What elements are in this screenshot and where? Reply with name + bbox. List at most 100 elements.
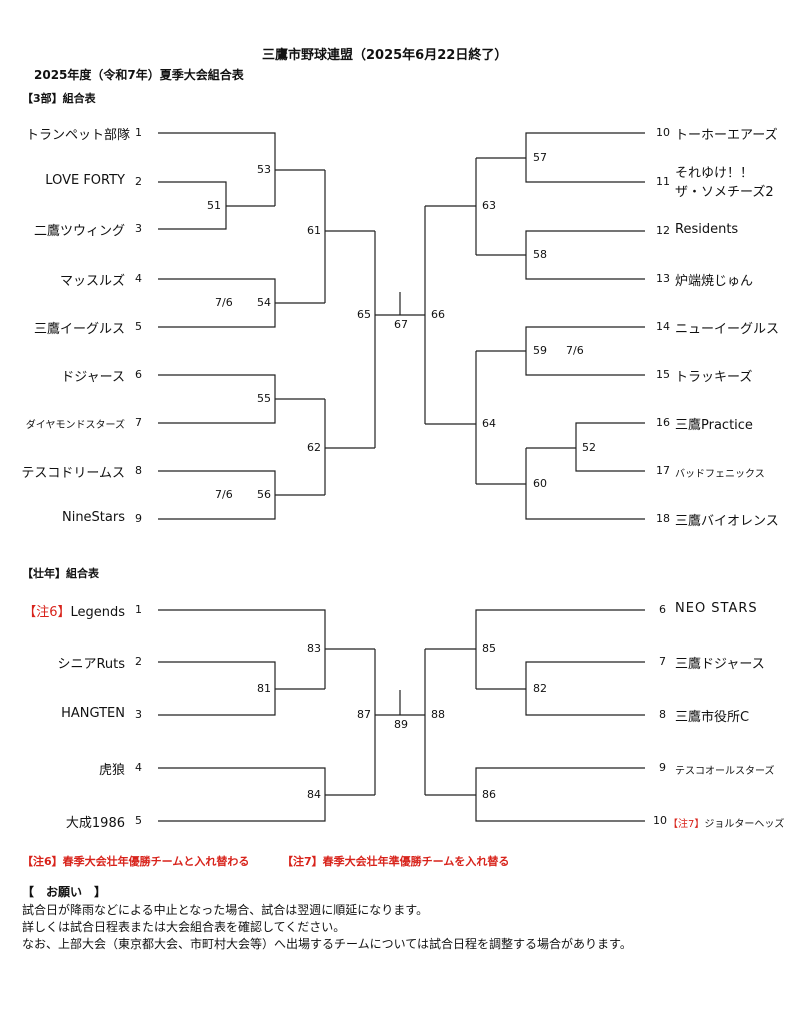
match-number: 88 [431, 708, 445, 721]
match-number: 86 [482, 788, 496, 801]
match-number: 61 [307, 224, 321, 237]
team-number: 12 [656, 224, 670, 237]
match-number: 52 [582, 441, 596, 454]
team-name-line2: ザ・ソメチーズ2 [675, 185, 774, 200]
page-subtitle: 2025年度（令和7年）夏季大会組合表 [34, 68, 244, 82]
team-name: テスコドリームス [21, 466, 125, 481]
team-number: 3 [135, 222, 142, 235]
match-number: 64 [482, 417, 496, 430]
team-number: 2 [135, 175, 142, 188]
match-number: 57 [533, 151, 547, 164]
match-number: 63 [482, 199, 496, 212]
line-m85 [425, 609, 645, 689]
team-number: 3 [135, 708, 142, 721]
note-marker: 【注6】 [23, 605, 71, 620]
team-number: 9 [659, 761, 666, 774]
match-number: 89 [394, 718, 408, 731]
match-number: 55 [257, 392, 271, 405]
match-number: 66 [431, 308, 445, 321]
line-m81 [158, 661, 325, 716]
team-name: Residents [675, 222, 739, 237]
team-number: 10 [656, 126, 670, 139]
line-m59 [476, 326, 645, 376]
team-name: ドジャース [61, 370, 125, 385]
team-number: 6 [659, 603, 666, 616]
team-number: 16 [656, 416, 670, 429]
request-line: 詳しくは試合日程表または大会組合表を確認してください。 [22, 920, 346, 934]
line-m51 [158, 181, 275, 230]
team-name: ダイヤモンドスターズ [25, 420, 125, 431]
team-number: 1 [135, 126, 142, 139]
match-date: 7/6 [215, 488, 233, 501]
line-m53 [158, 132, 325, 206]
match-number: 58 [533, 248, 547, 261]
team-number: 13 [656, 272, 670, 285]
match-number: 59 [533, 344, 547, 357]
team-number: 4 [135, 761, 142, 774]
match-number: 84 [307, 788, 321, 801]
team-name: 三鷹Practice [675, 418, 753, 433]
team-number: 7 [659, 655, 666, 668]
match-number: 54 [257, 296, 271, 309]
team-number: 14 [656, 320, 670, 333]
match-number: 67 [394, 318, 408, 331]
line-m86 [425, 767, 645, 822]
team-name: バッドフェニックス [675, 469, 765, 480]
line-m55 [158, 374, 325, 424]
match-number: 83 [307, 642, 321, 655]
team-number: 17 [656, 464, 670, 477]
team-name: 二鷹ツウィング [33, 224, 125, 239]
line-m61 [324, 170, 375, 303]
match-number: 62 [307, 441, 321, 454]
team-name: シニアRuts [57, 657, 125, 672]
page-title: 三鷹市野球連盟（2025年6月22日終了） [262, 48, 508, 63]
team-name: トラッキーズ [675, 370, 753, 385]
request-line: 試合日が降雨などによる中止となった場合、試合は翌週に順延になります。 [22, 903, 429, 917]
match-number: 81 [257, 682, 271, 695]
note-marker: 【注7】 [668, 819, 705, 830]
team-name: ニューイーグルス [675, 322, 780, 337]
team-number: 11 [656, 175, 670, 188]
team-name: それゆけ！！ [675, 166, 754, 181]
match-number: 82 [533, 682, 547, 695]
team-name: 三鷹イーグルス [33, 322, 125, 337]
note-7: 【注7】春季大会壮年準優勝チームを入れ替る [282, 855, 510, 868]
team-name: NEO STARS [675, 601, 758, 616]
div3-label: 【3部】組合表 [22, 92, 96, 105]
line-m57 [476, 132, 645, 183]
match-number: 65 [357, 308, 371, 321]
team-number: 15 [656, 368, 670, 381]
team-name: テスコオールスターズ [675, 766, 775, 777]
line-m84 [158, 767, 375, 822]
line-m63 [425, 158, 477, 255]
line-m56 [158, 470, 325, 520]
team-number: 5 [135, 320, 142, 333]
team-number: 4 [135, 272, 142, 285]
team-number: 2 [135, 655, 142, 668]
team-name: 【注7】ジョルターヘッズ [668, 819, 785, 830]
match-number: 53 [257, 163, 271, 176]
team-number: 5 [135, 814, 142, 827]
team-name: 炉端焼じゅん [675, 274, 754, 289]
line-m82 [476, 661, 645, 716]
team-name: 虎狼 [98, 763, 125, 778]
request-line: なお、上部大会（東京都大会、市町村大会等）へ出場するチームについては試合日程を調… [22, 937, 632, 951]
team-number: 8 [659, 708, 666, 721]
line-m60 [476, 448, 645, 520]
line-m62 [324, 399, 375, 495]
team-name: 三鷹市役所C [675, 710, 750, 725]
match-date: 7/6 [215, 296, 233, 309]
team-name: 三鷹ドジャース [675, 657, 765, 672]
team-number: 18 [656, 512, 670, 525]
match-number: 85 [482, 642, 496, 655]
team-name: 大成1986 [65, 816, 125, 831]
line-m64 [425, 351, 477, 484]
line-m58 [476, 230, 645, 280]
request-heading: 【 お願い 】 [22, 885, 107, 899]
team-number: 9 [135, 512, 142, 525]
team-name: 三鷹バイオレンス [675, 514, 779, 529]
line-m54 [158, 278, 325, 328]
team-name: 【注6】Legends [23, 605, 125, 620]
match-number: 51 [207, 199, 221, 212]
